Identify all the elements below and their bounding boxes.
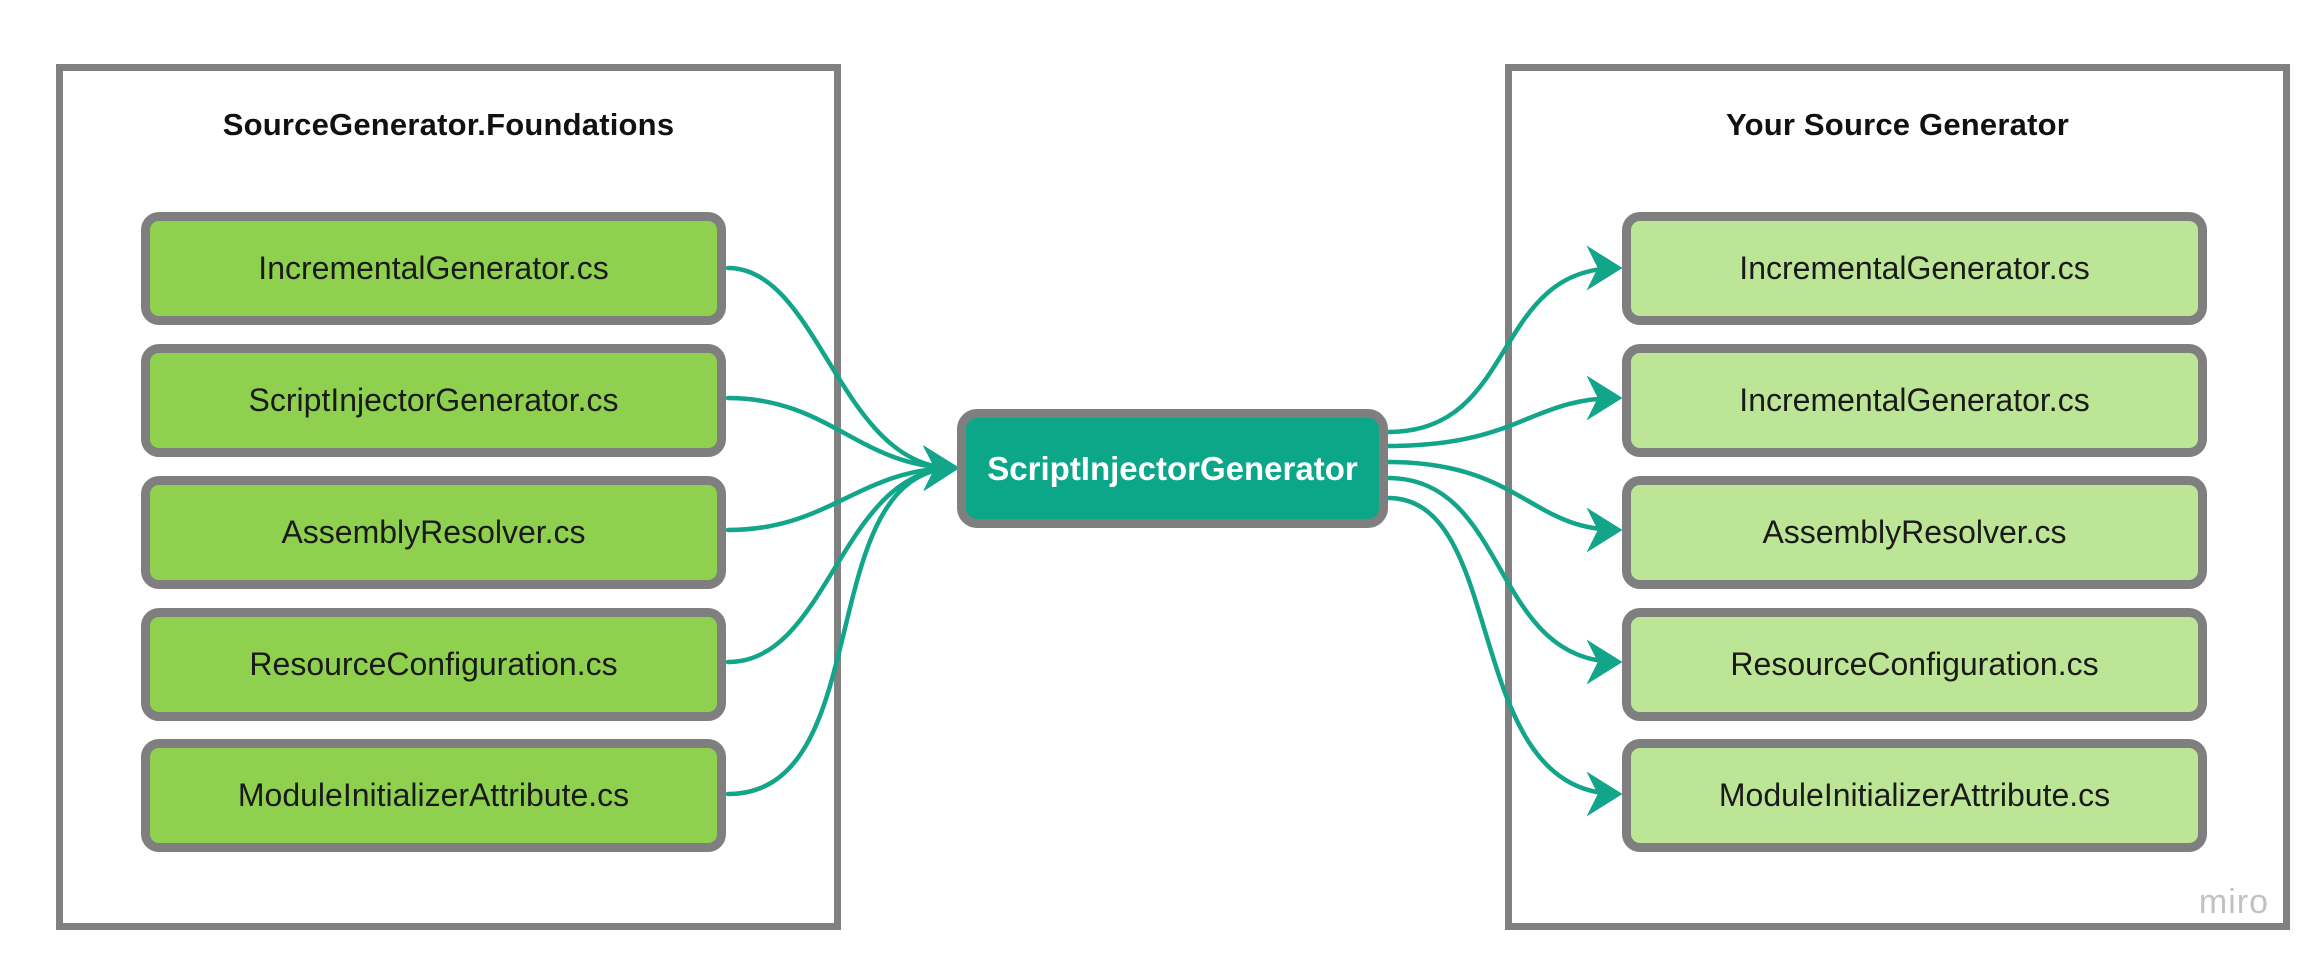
left-file-script-injector-generator[interactable]: ScriptInjectorGenerator.cs [141, 344, 726, 457]
right-file-module-initializer-attribute[interactable]: ModuleInitializerAttribute.cs [1622, 739, 2207, 852]
miro-watermark: miro [2198, 883, 2269, 921]
right-panel-title: Your Source Generator [1726, 107, 2069, 142]
right-file-assembly-resolver[interactable]: AssemblyResolver.cs [1622, 476, 2207, 589]
left-panel-title: SourceGenerator.Foundations [222, 107, 675, 142]
left-file-resource-configuration[interactable]: ResourceConfiguration.cs [141, 608, 726, 721]
left-file-module-initializer-attribute[interactable]: ModuleInitializerAttribute.cs [141, 739, 726, 852]
right-file-resource-configuration[interactable]: ResourceConfiguration.cs [1622, 608, 2207, 721]
left-file-incremental-generator[interactable]: IncrementalGenerator.cs [141, 212, 726, 325]
script-injector-generator-node[interactable]: ScriptInjectorGenerator [957, 409, 1388, 528]
right-file-incremental-generator-2[interactable]: IncrementalGenerator.cs [1622, 344, 2207, 457]
left-file-assembly-resolver[interactable]: AssemblyResolver.cs [141, 476, 726, 589]
right-file-incremental-generator[interactable]: IncrementalGenerator.cs [1622, 212, 2207, 325]
